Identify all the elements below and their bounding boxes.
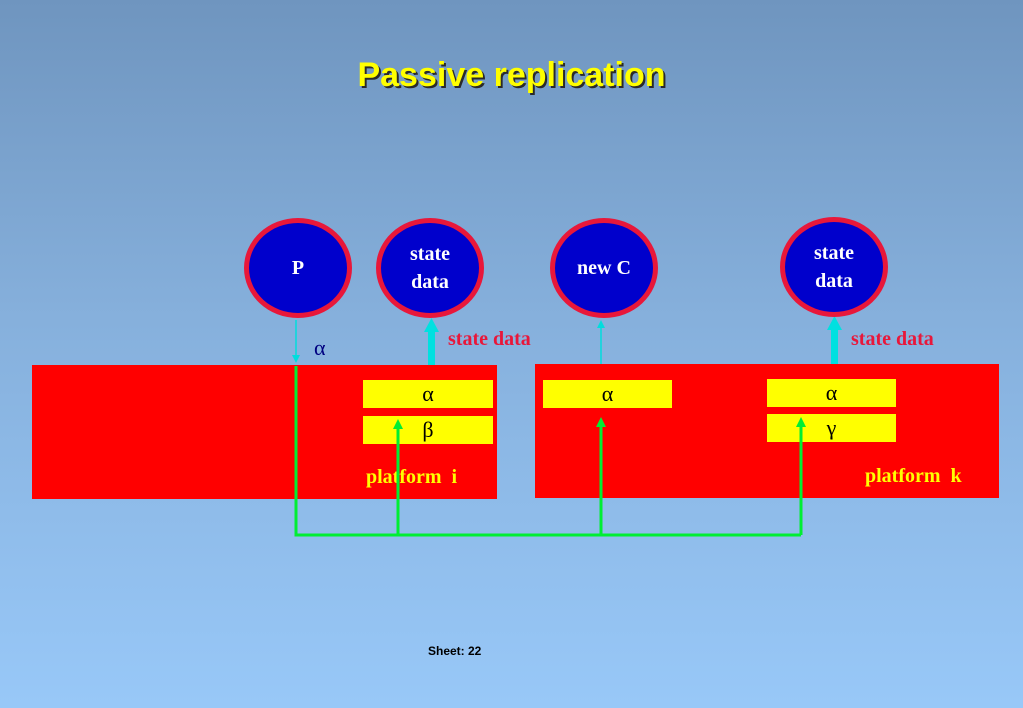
state-data-circle-1: state data [376, 218, 484, 318]
arrowhead-new-alpha [596, 417, 606, 427]
arrowhead-new-c-up [597, 320, 605, 328]
arrowhead-gamma [796, 417, 806, 427]
alpha-message-label: α [314, 335, 326, 360]
process-p-circle: P [244, 218, 352, 318]
new-c-circle: new C [550, 218, 658, 318]
platform-i-alpha-box: α [363, 380, 493, 408]
platform-k-new-alpha-box: α [543, 380, 672, 408]
bus-line [294, 366, 801, 537]
state-data-arrow-1-head [424, 318, 439, 332]
state-data-arrow-2-label: state data [851, 328, 934, 350]
sheet-number: Sheet: 22 [428, 644, 482, 658]
state-data-circle-2-label: state data [814, 242, 854, 292]
state-data-circle-2: state data [780, 217, 888, 317]
state-data-arrow-2-shaft [831, 330, 838, 364]
state-data-arrow-2-head [827, 316, 842, 330]
platform-i-label: platform i [366, 466, 458, 488]
new-c-label: new C [577, 257, 631, 279]
arrowhead-beta [393, 419, 403, 429]
state-data-arrow-1-shaft [428, 330, 435, 365]
platform-k-alpha-box: α [767, 379, 896, 407]
state-data-circle-1-label: state data [410, 243, 450, 293]
platform-k-gamma-box: γ [767, 414, 896, 442]
process-p-label: P [291, 257, 305, 279]
platform-i-beta-box: β [363, 416, 493, 444]
arrowhead-p-down [292, 355, 300, 363]
platform-k-label: platform k [865, 465, 962, 487]
state-data-arrow-1-label: state data [448, 328, 531, 350]
slide-title: Passive replication [357, 56, 666, 94]
